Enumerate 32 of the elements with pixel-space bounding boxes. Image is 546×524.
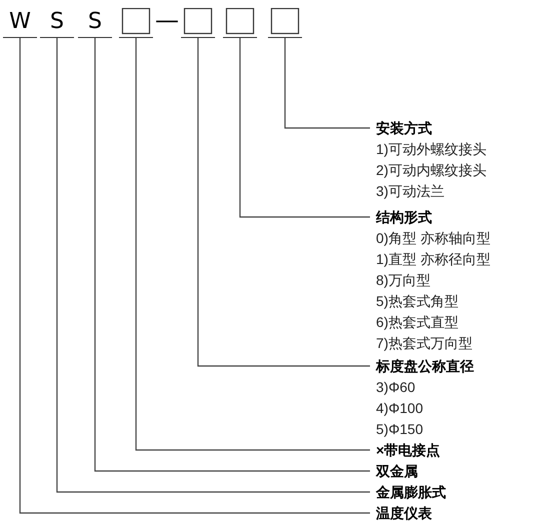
option-text: 8)万向型 — [376, 270, 430, 290]
leader-line — [284, 38, 370, 129]
option-text: 5)热套式角型 — [376, 292, 458, 311]
code-letter: S — [40, 8, 74, 38]
leader-line — [239, 38, 370, 218]
option-text: 5)Φ150 — [376, 420, 423, 439]
code-letter: S — [78, 8, 112, 38]
separator-dash: — — [154, 6, 180, 34]
category-heading: 金属膨胀式 — [376, 482, 446, 502]
option-text: 1)直型 亦称径向型 — [376, 250, 490, 269]
option-text: 0)角型 亦称轴向型 — [376, 228, 490, 248]
code-box — [223, 8, 257, 38]
option-text: 3)可动法兰 — [376, 182, 444, 201]
leader-line — [135, 38, 370, 451]
category-heading: 结构形式 — [376, 208, 432, 226]
option-text: 6)热套式直型 — [376, 312, 458, 332]
category-heading: 安装方式 — [376, 118, 432, 138]
option-text: 7)热套式万向型 — [376, 334, 472, 353]
option-text: 1)可动外螺纹接头 — [376, 140, 486, 159]
category-heading: 双金属 — [376, 462, 418, 480]
option-text: 3)Φ60 — [376, 378, 416, 397]
code-box — [268, 8, 302, 38]
leader-line — [197, 38, 370, 367]
code-box — [119, 8, 153, 38]
category-heading: ×带电接点 — [376, 440, 440, 460]
code-box — [181, 8, 215, 38]
code-letter: W — [3, 8, 37, 38]
category-heading: 标度盘公称直径 — [376, 356, 474, 376]
option-text: 2)可动内螺纹接头 — [376, 160, 486, 180]
option-text: 4)Φ100 — [376, 398, 423, 418]
leader-line — [94, 38, 370, 472]
category-heading: 温度仪表 — [376, 504, 432, 522]
